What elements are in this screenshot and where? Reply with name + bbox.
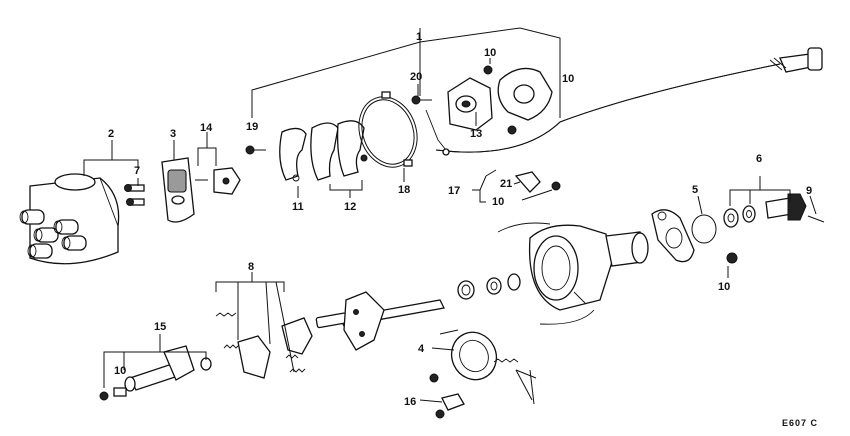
callout-13: 13 xyxy=(470,128,482,140)
screw-19-part xyxy=(245,145,266,155)
figure-code: E607 C xyxy=(782,418,818,428)
callout-10-top: 10 xyxy=(484,47,496,59)
washers-and-gear-part xyxy=(723,193,825,228)
callout-14: 14 xyxy=(200,122,213,134)
callout-16: 16 xyxy=(404,396,416,408)
callout-3: 3 xyxy=(170,128,176,140)
distributor-housing-part xyxy=(497,222,649,325)
shaft-assembly-15-part xyxy=(99,345,212,401)
callout-10-right: 10 xyxy=(718,281,730,293)
bracket-16-part xyxy=(429,373,465,419)
callout-6: 6 xyxy=(756,153,762,165)
o-ring-part xyxy=(691,214,717,244)
callout-18: 18 xyxy=(398,184,410,196)
callout-17: 17 xyxy=(448,185,460,197)
callout-20: 20 xyxy=(410,71,422,83)
gasket-ring-part xyxy=(358,91,418,168)
cap-screws-part xyxy=(124,184,145,206)
callout-2: 2 xyxy=(108,128,114,140)
pickup-assembly-part xyxy=(447,77,493,131)
callout-labels: 1 2 3 4 5 6 7 8 9 10 10 10 10 10 11 12 1… xyxy=(108,31,812,408)
clamp-11-part xyxy=(279,127,307,182)
callout-12: 12 xyxy=(344,201,356,213)
bracket-21-part xyxy=(514,171,561,193)
breaker-plate-part xyxy=(483,65,553,135)
screw-20-part xyxy=(411,95,432,105)
callout-21: 21 xyxy=(500,178,512,190)
callout-10-left: 10 xyxy=(114,365,126,377)
callout-4: 4 xyxy=(418,343,425,355)
governor-weights-part xyxy=(215,312,313,379)
distributor-cap-part xyxy=(19,173,120,265)
distributor-shaft-part xyxy=(315,291,445,351)
callout-7: 7 xyxy=(134,165,140,177)
callout-15: 15 xyxy=(154,321,166,333)
pin-and-reluctor-part xyxy=(195,167,241,195)
callout-5: 5 xyxy=(692,184,698,196)
callout-8: 8 xyxy=(248,261,254,273)
callout-11: 11 xyxy=(292,201,304,213)
leader-lines xyxy=(83,27,817,405)
rotor-part xyxy=(161,157,195,223)
flange-plate-part xyxy=(651,209,695,263)
sensor-lead-part xyxy=(425,47,823,156)
clamp-12-part xyxy=(310,120,368,181)
callout-10-mid: 10 xyxy=(492,196,504,208)
callout-9: 9 xyxy=(806,185,812,197)
callout-1: 1 xyxy=(416,31,422,43)
vacuum-advance-part xyxy=(439,329,537,401)
callout-10-plate: 10 xyxy=(562,73,574,85)
nut-10-right-part xyxy=(726,252,738,264)
callout-19: 19 xyxy=(246,121,258,133)
shaft-washers-part xyxy=(457,273,521,300)
